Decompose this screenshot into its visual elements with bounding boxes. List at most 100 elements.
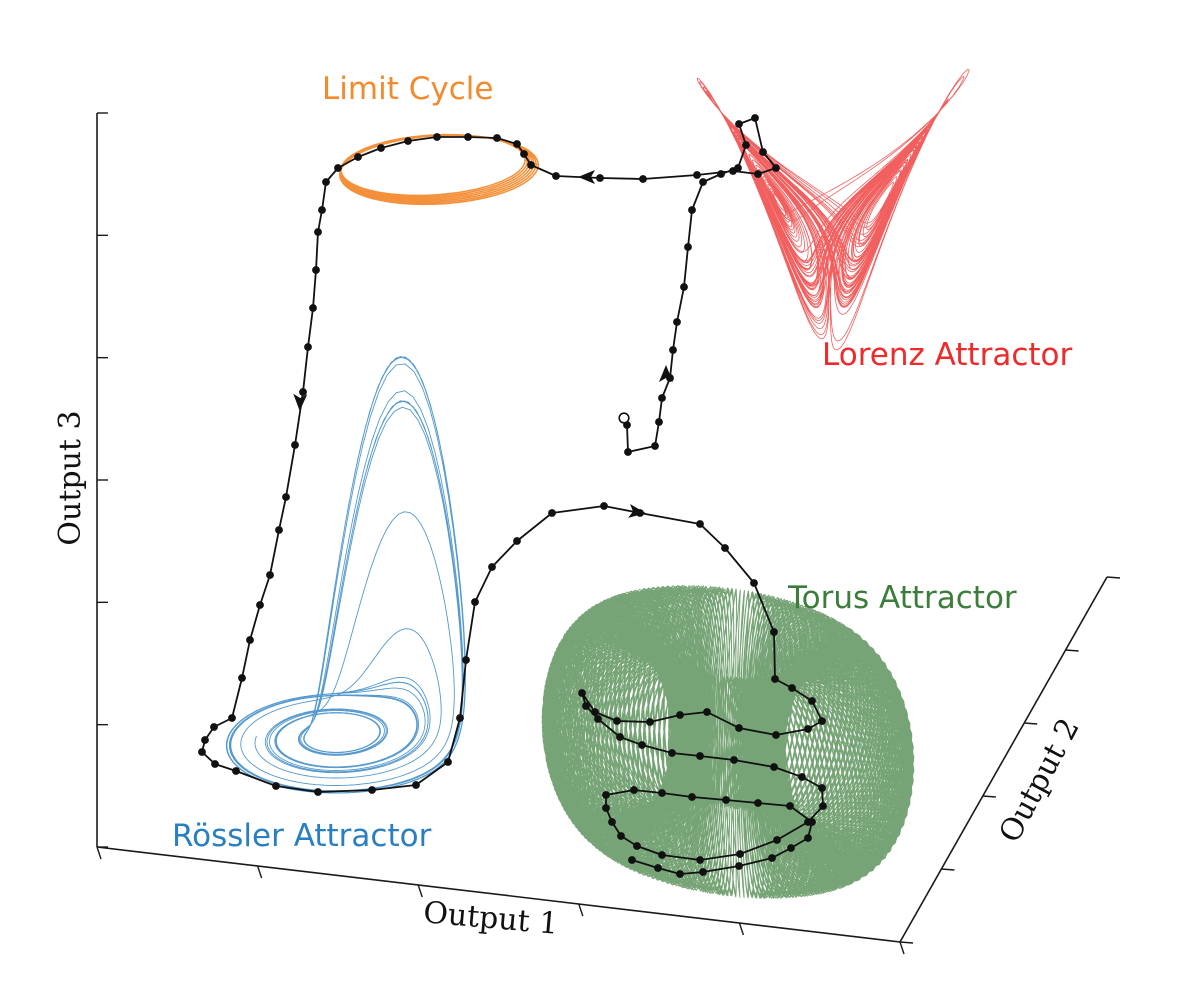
trajectory-point — [322, 178, 330, 186]
output-1-tick — [578, 903, 584, 917]
trajectory-point — [808, 818, 816, 826]
trajectory-point — [655, 418, 663, 426]
trajectory-point — [314, 788, 322, 796]
trajectory-point — [696, 856, 704, 864]
output-2-tick — [982, 795, 996, 798]
trajectory-point — [722, 796, 730, 804]
trajectory-direction-arrow — [293, 393, 308, 411]
trajectory-point — [639, 175, 647, 183]
attractor-curve-limit-cycle — [339, 133, 539, 206]
trajectory-point — [304, 343, 312, 351]
trajectory-layer — [198, 114, 827, 878]
output-2-axis-line — [899, 576, 1108, 943]
trajectory-point — [600, 502, 608, 510]
trajectory-point — [684, 243, 692, 251]
trajectory-point — [729, 167, 737, 175]
trajectory-point — [608, 818, 616, 826]
trajectory-direction-arrow — [628, 503, 646, 518]
output-1-tick — [256, 865, 263, 879]
trajectory-point — [699, 178, 707, 186]
trajectory-point — [668, 749, 676, 757]
trajectory-point — [688, 793, 696, 801]
trajectory-point — [520, 150, 528, 158]
trajectory-point — [312, 266, 320, 274]
trajectory-point — [688, 206, 696, 214]
trajectory-point — [582, 702, 590, 710]
trajectory-point — [513, 140, 521, 148]
trajectory-point — [818, 717, 826, 725]
trajectory-point — [198, 748, 206, 756]
axis-title-output-3: Output 3 — [53, 410, 88, 545]
trajectory-point — [368, 786, 376, 794]
trajectory-point — [602, 804, 610, 812]
trajectory-point — [630, 786, 638, 794]
output-2-tick — [1065, 649, 1079, 652]
trajectory-point — [272, 782, 280, 790]
trajectory-point — [804, 725, 812, 733]
trajectory-point — [334, 164, 342, 172]
trajectory-point — [772, 164, 780, 172]
trajectory-point — [798, 773, 806, 781]
trajectory-point — [721, 544, 729, 552]
trajectory-point — [676, 870, 684, 878]
trajectory-point — [232, 767, 240, 775]
trajectory-point — [788, 684, 796, 692]
trajectory-point — [646, 718, 654, 726]
trajectory-point — [488, 563, 496, 571]
trajectory-point — [354, 153, 362, 161]
attractor-layer — [225, 68, 970, 900]
axis-title-output-1: Output 1 — [422, 895, 560, 942]
trajectory-point — [617, 832, 625, 840]
axis-title-output-2: Output 2 — [992, 713, 1086, 849]
trajectory-point — [552, 172, 560, 180]
output-1-tick — [417, 884, 423, 898]
trajectory-point — [754, 170, 762, 178]
output-2-tick — [899, 941, 914, 944]
trajectory-point — [238, 674, 246, 682]
trajectory-point — [318, 206, 326, 214]
trajectory-point — [696, 520, 704, 528]
output-2-tick — [1106, 576, 1121, 579]
trajectory-point — [818, 784, 826, 792]
trajectory-point — [412, 781, 420, 789]
trajectory-point — [616, 733, 624, 741]
trajectory-point — [699, 868, 707, 876]
series-label-torus-attractor: Torus Attractor — [787, 580, 1017, 616]
trajectory-point — [676, 711, 684, 719]
trajectory-point — [658, 394, 666, 402]
trajectory-point — [735, 120, 743, 128]
trajectory-point — [613, 717, 621, 725]
output-1-tick — [738, 922, 745, 936]
trajectory-point — [433, 133, 441, 141]
trajectory-point — [673, 318, 681, 326]
trajectory-point — [736, 850, 744, 858]
trajectory-point — [819, 802, 827, 810]
series-label-rossler-attractor: Rössler Attractor — [172, 818, 432, 854]
trajectory-point — [309, 304, 317, 312]
trajectory-point — [548, 509, 556, 517]
trajectory-point — [735, 724, 743, 732]
trajectory-point — [742, 141, 750, 149]
trajectory-point — [211, 760, 219, 768]
trajectory-point — [730, 756, 738, 764]
trajectory-point — [654, 864, 662, 872]
trajectory-point — [680, 283, 688, 291]
trajectory-point — [768, 854, 776, 862]
trajectory-point — [594, 715, 602, 723]
trajectory-point — [493, 134, 501, 142]
axes-box — [96, 112, 1121, 955]
trajectory-point — [444, 758, 452, 766]
trajectory-point — [759, 148, 767, 156]
trajectory-point — [624, 448, 632, 456]
trajectory-point — [256, 601, 264, 609]
trajectory-point — [717, 170, 725, 178]
trajectory-point — [228, 714, 236, 722]
trajectory-point — [602, 791, 610, 799]
trajectory-point — [786, 802, 794, 810]
output-2-tick — [941, 868, 955, 871]
output-1-axis-line — [96, 846, 901, 943]
trajectory-point — [669, 346, 677, 354]
trajectory-start-marker — [618, 412, 630, 424]
trajectory-point — [291, 441, 299, 449]
